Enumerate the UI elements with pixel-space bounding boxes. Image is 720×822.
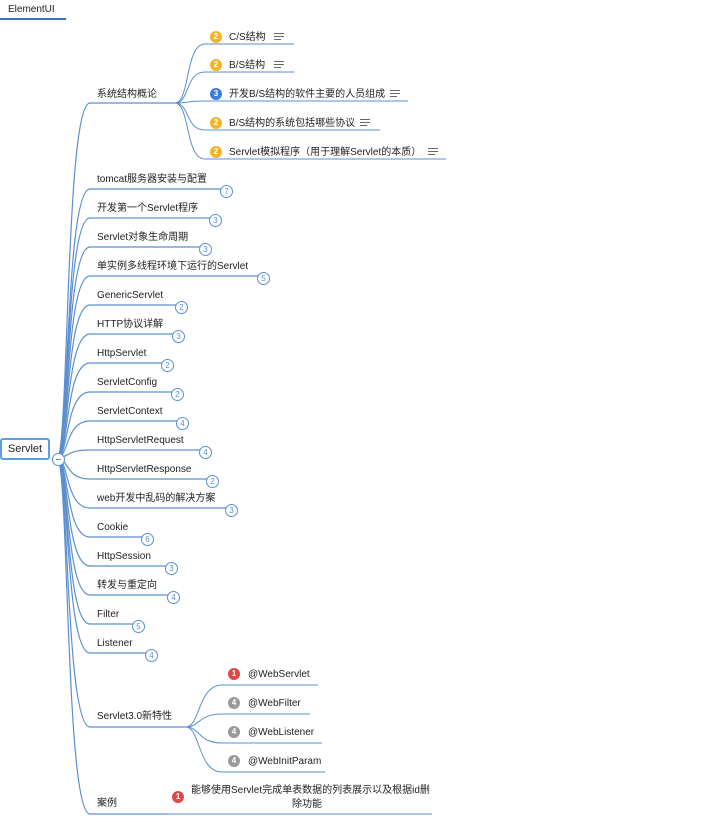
branch-label-case[interactable]: 案例 (97, 798, 117, 809)
child-count-badge[interactable]: 4 (145, 649, 158, 662)
priority-badge-icon: 4 (228, 697, 240, 709)
branch-label-tomcat[interactable]: tomcat服务器安装与配置 (97, 174, 208, 185)
priority-badge-icon: 2 (210, 117, 222, 129)
branch-label-system-architecture[interactable]: 系统结构概论 (97, 89, 157, 100)
child-count-badge[interactable]: 4 (176, 417, 189, 430)
branch-label-first-servlet[interactable]: 开发第一个Servlet程序 (97, 203, 199, 214)
branch-connector-line (56, 449, 200, 459)
child-count-badge[interactable]: 3 (172, 330, 185, 343)
child-count-badge[interactable]: 3 (165, 562, 178, 575)
child-count-badge[interactable]: 2 (206, 475, 219, 488)
branch-label-httpservletresponse[interactable]: HttpServletResponse (97, 464, 192, 475)
branch-label-genericservlet[interactable]: GenericServlet (97, 290, 164, 301)
child-count-badge[interactable]: 5 (132, 620, 145, 633)
subnode-servlet-simulation[interactable]: Servlet模拟程序（用于理解Servlet的本质） (229, 147, 422, 158)
subnode-case-line1[interactable]: 能够使用Servlet完成单表数据的列表展示以及根据id删 (191, 785, 430, 796)
subnode-bs-dev-team[interactable]: 开发B/S结构的软件主要的人员组成 (229, 89, 386, 100)
child-count-badge[interactable]: 3 (199, 243, 212, 256)
branch-connector-line (56, 391, 172, 459)
child-count-badge[interactable]: 4 (199, 446, 212, 459)
note-icon[interactable] (274, 61, 284, 69)
subnode-webfilter[interactable]: @WebFilter (248, 698, 301, 709)
subbranch-connector-line (174, 102, 446, 160)
subbranch-connector-line (174, 102, 380, 131)
child-count-badge[interactable]: 3 (209, 214, 222, 227)
top-node-elementui[interactable]: ElementUI (8, 4, 55, 15)
subnode-cs-structure[interactable]: C/S结构 (229, 32, 266, 43)
branch-label-filter[interactable]: Filter (97, 609, 120, 620)
collapse-toggle-icon[interactable] (52, 453, 65, 466)
subnode-bs-protocols[interactable]: B/S结构的系统包括哪些协议 (229, 118, 356, 129)
branch-label-http-protocol[interactable]: HTTP协议详解 (97, 319, 164, 330)
priority-badge-icon: 3 (210, 88, 222, 100)
branch-label-httpsession[interactable]: HttpSession (97, 551, 151, 562)
child-count-badge[interactable]: 6 (141, 533, 154, 546)
child-count-badge[interactable]: 2 (175, 301, 188, 314)
subbranch-connector-line (185, 726, 322, 744)
priority-badge-icon: 1 (172, 791, 184, 803)
subnode-weblistener[interactable]: @WebListener (248, 727, 315, 738)
top-node-underline (0, 18, 66, 20)
priority-badge-icon: 2 (210, 31, 222, 43)
branch-label-encoding[interactable]: web开发中乱码的解决方案 (97, 493, 216, 504)
branch-label-lifecycle[interactable]: Servlet对象生命周期 (97, 232, 189, 243)
branch-label-httpservlet[interactable]: HttpServlet (97, 348, 147, 359)
branch-label-listener[interactable]: Listener (97, 638, 133, 649)
subnode-webservlet[interactable]: @WebServlet (248, 669, 310, 680)
note-icon[interactable] (390, 90, 400, 98)
note-icon[interactable] (360, 119, 370, 127)
subbranch-connector-line (185, 726, 325, 773)
priority-badge-icon: 4 (228, 726, 240, 738)
priority-badge-icon: 2 (210, 146, 222, 158)
priority-badge-icon: 1 (228, 668, 240, 680)
branch-connector-line (56, 457, 168, 815)
subbranch-connector-line (185, 684, 318, 728)
subbranch-connector-line (185, 713, 310, 728)
note-icon[interactable] (428, 148, 438, 156)
child-count-badge[interactable]: 5 (257, 272, 270, 285)
branch-label-forward-redirect[interactable]: 转发与重定向 (97, 580, 157, 591)
subnode-case-line2[interactable]: 除功能 (292, 799, 322, 810)
note-icon[interactable] (274, 33, 284, 41)
branch-connector-line (56, 275, 258, 459)
child-count-badge[interactable]: 2 (161, 359, 174, 372)
subbranch-connector-line (174, 71, 294, 104)
child-count-badge[interactable]: 3 (225, 504, 238, 517)
branch-label-httpservletrequest[interactable]: HttpServletRequest (97, 435, 184, 446)
root-node-servlet[interactable]: Servlet (0, 438, 50, 460)
branch-connector-line (56, 333, 173, 459)
child-count-badge[interactable]: 2 (171, 388, 184, 401)
branch-label-servletcontext[interactable]: ServletContext (97, 406, 163, 417)
subnode-bs-structure[interactable]: B/S结构 (229, 60, 266, 71)
subbranch-connector-line (174, 43, 294, 104)
subbranch-connector-line (174, 100, 408, 104)
subnode-webinitparam[interactable]: @WebInitParam (248, 756, 322, 767)
priority-badge-icon: 2 (210, 59, 222, 71)
branch-label-multithread[interactable]: 单实例多线程环境下运行的Servlet (97, 261, 249, 272)
branch-label-cookie[interactable]: Cookie (97, 522, 129, 533)
child-count-badge[interactable]: 4 (167, 591, 180, 604)
branch-label-servletconfig[interactable]: ServletConfig (97, 377, 158, 388)
branch-label-servlet30[interactable]: Servlet3.0新特性 (97, 711, 173, 722)
priority-badge-icon: 4 (228, 755, 240, 767)
child-count-badge[interactable]: 7 (220, 185, 233, 198)
